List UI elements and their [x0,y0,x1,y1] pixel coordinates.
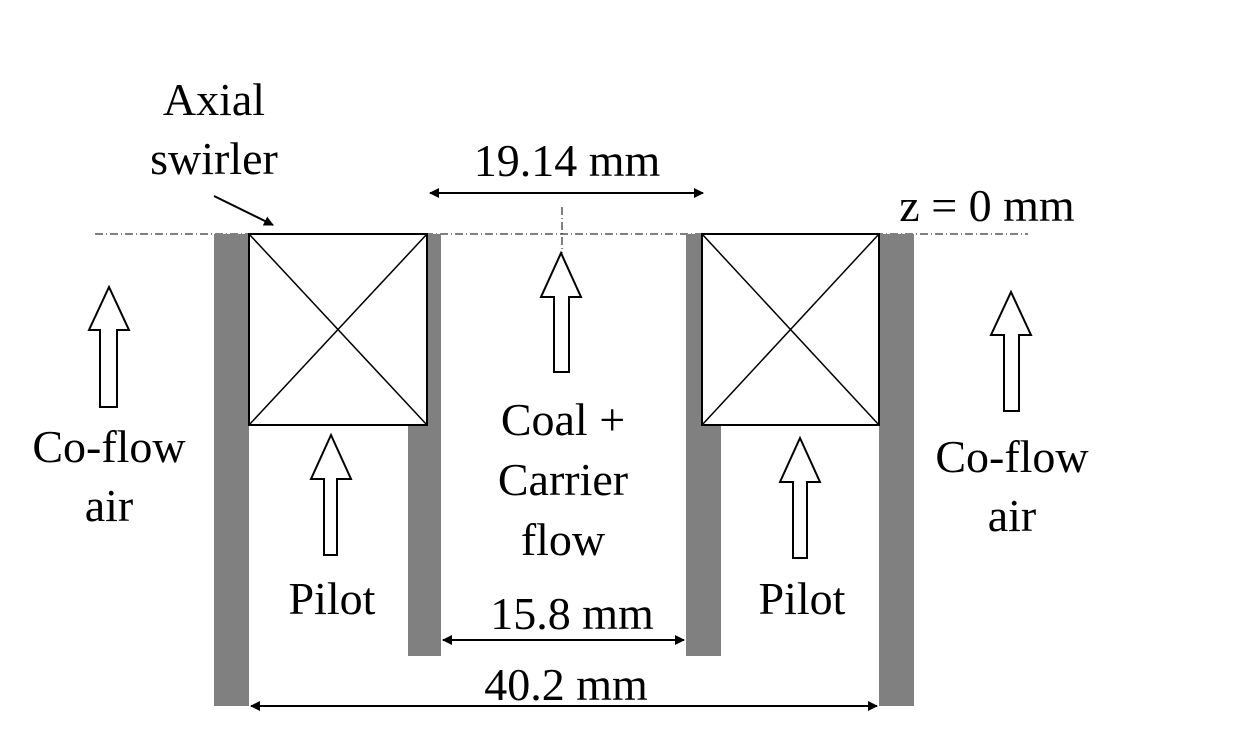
coflow-left-label-line1: Co-flow [32,421,186,472]
coflow-left-label-line2: air [85,480,134,531]
coal-label-line3: flow [521,514,606,565]
coflow-right-label-line1: Co-flow [935,431,1089,482]
swirler-box-left [248,233,428,426]
coflow-right-label-line2: air [988,490,1037,541]
pilot-arrow-left-icon [309,432,353,556]
axial-swirler-leader-arrow [213,195,274,226]
coal-label-line2: Carrier [498,454,628,505]
pilot-arrow-right-icon [778,435,822,559]
coal-label-line1: Coal + [501,394,625,445]
axial-swirler-label-line1: Axial [163,74,265,125]
z-reference-label: z = 0 mm [899,180,1075,231]
axial-swirler-label-line2: swirler [150,133,278,184]
pilot-right-label: Pilot [759,573,846,624]
coflow-arrow-right-icon [989,289,1033,412]
coal-flow-arrow-icon [539,250,583,373]
outer-diameter-label: 40.2 mm [484,659,648,710]
swirler-box-right [701,233,880,426]
coflow-arrow-left-icon [87,284,131,408]
swirler-gap-dimension-label: 19.14 mm [474,135,661,186]
outer-wall-right [879,234,914,706]
outer-wall-left [214,234,249,706]
inner-diameter-label: 15.8 mm [490,588,654,639]
pilot-left-label: Pilot [289,573,376,624]
